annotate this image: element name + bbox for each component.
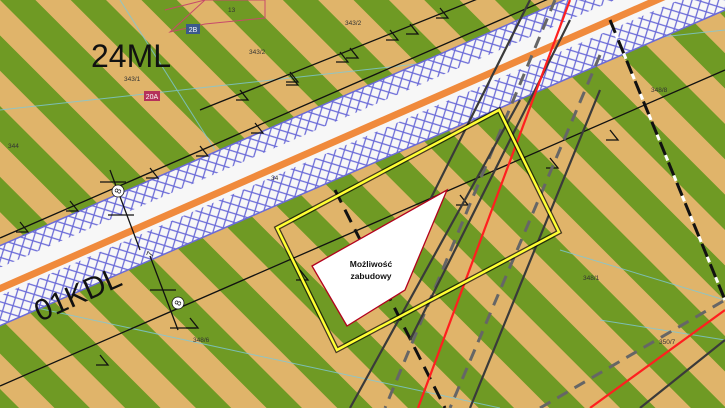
parcel-343-2: 343/2 xyxy=(249,49,266,56)
red-utility-lines xyxy=(416,0,725,408)
parcel-350-7: 350/7 xyxy=(659,339,676,346)
dimension-marker-bottom xyxy=(149,255,196,331)
parcel-348-8: 348/8 xyxy=(651,87,668,94)
parcel-344: 344 xyxy=(8,143,19,150)
road-hatched-edge-upper xyxy=(0,0,615,268)
dimension-marker-top xyxy=(100,169,141,251)
road-carriageway xyxy=(0,0,680,296)
badge-2b-label: 2B xyxy=(189,27,198,34)
dimension-label-bottom: 8 xyxy=(171,296,185,310)
badge-20a-label: 20A xyxy=(146,94,159,101)
building-possibility-area[interactable] xyxy=(311,188,449,327)
road-01kdl xyxy=(0,0,725,327)
gray-dashed-lines xyxy=(383,0,725,408)
svg-text:8: 8 xyxy=(112,187,123,195)
parcel-343-1: 343/1 xyxy=(124,76,141,83)
building-area-label-line1: Możliwość xyxy=(350,259,393,269)
parcel-343-2-top: 343/2 xyxy=(345,20,362,27)
svg-text:8: 8 xyxy=(172,299,183,307)
building-area-label-line2: zabudowy xyxy=(350,271,391,281)
dimension-label-top: 8 xyxy=(111,184,125,198)
parcel-13: 13 xyxy=(228,7,236,14)
building-line-top xyxy=(199,0,477,111)
parcel-numbers: 343/2 343/2 343/1 344 34 348/8 348/1 348… xyxy=(8,7,676,346)
road-centerline xyxy=(0,0,666,293)
parcel-348-1: 348/1 xyxy=(583,275,600,282)
dimension-label-mid: 7 xyxy=(144,250,155,258)
zone-label-24ml: 24ML xyxy=(91,38,171,74)
road-edge-line xyxy=(0,0,567,247)
building-badge-20a: 20A xyxy=(144,91,160,101)
road-hatched-edge-lower xyxy=(0,0,725,326)
building-outlines xyxy=(164,0,266,33)
parcel-348-6: 348/6 xyxy=(193,337,210,344)
parcel-34: 34 xyxy=(271,175,279,182)
road-edge-line xyxy=(0,9,725,327)
building-badge-2b: 2B xyxy=(186,24,200,34)
highlight-frame[interactable] xyxy=(273,106,563,354)
